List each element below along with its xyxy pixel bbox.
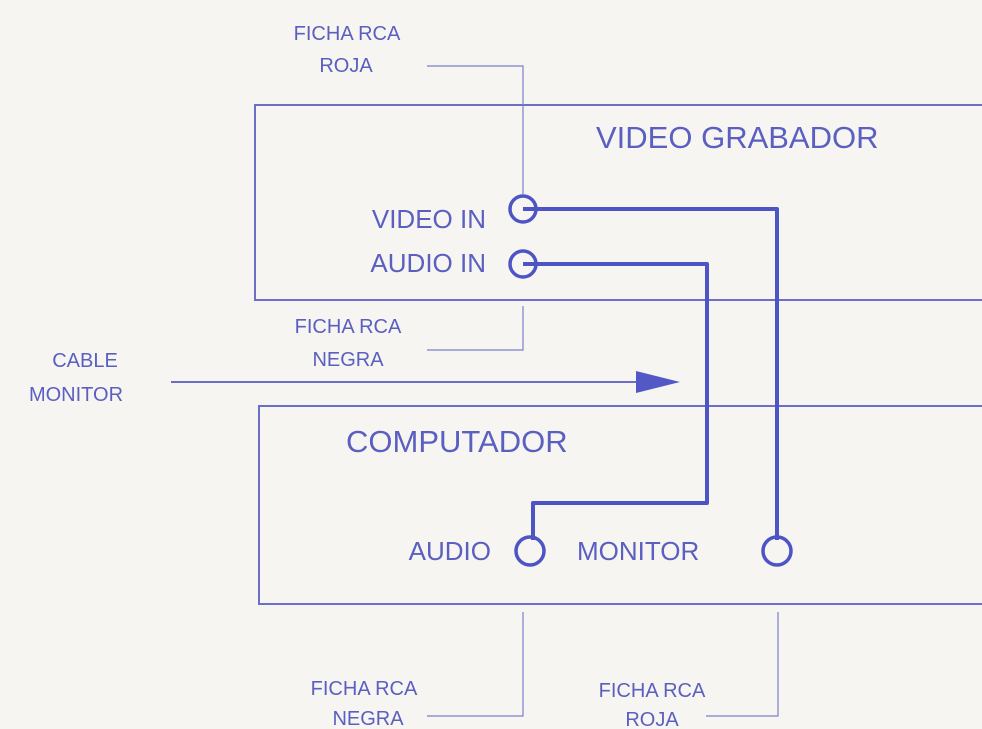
bottom-right-plug-label-line1: FICHA RCA <box>599 680 706 702</box>
mid-plug-label-line2: NEGRA <box>312 349 384 371</box>
bottom-right-plug-label-line2: ROJA <box>625 709 679 729</box>
audio-in-jack-icon <box>508 249 538 279</box>
computer-box <box>258 405 982 605</box>
top-plug-label-line1: FICHA RCA <box>294 23 401 45</box>
video-in-jack-icon <box>508 194 538 224</box>
cable-label-line1: CABLE <box>52 350 118 372</box>
monitor-out-jack-icon <box>761 535 793 567</box>
video-recorder-title: VIDEO GRABADOR <box>596 120 879 155</box>
bottom-black-plug-leader <box>427 612 524 717</box>
monitor-label: MONITOR <box>577 536 699 566</box>
cable-label-line2: MONITOR <box>29 384 123 406</box>
bottom-left-plug-label-line1: FICHA RCA <box>311 678 418 700</box>
bottom-left-plug-label-line2: NEGRA <box>332 708 404 729</box>
audio-in-label: AUDIO IN <box>370 248 486 278</box>
cable-monitor-arrow-head <box>636 371 680 393</box>
audio-cable <box>523 262 709 540</box>
video-in-label: VIDEO IN <box>372 204 486 234</box>
audio-label: AUDIO <box>409 536 491 566</box>
video-recorder-box <box>254 104 982 301</box>
audio-out-jack-icon <box>514 535 546 567</box>
computer-title: COMPUTADOR <box>346 424 568 459</box>
bottom-red-plug-leader <box>706 612 779 717</box>
mid-plug-label-line1: FICHA RCA <box>295 316 402 338</box>
mid-black-plug-leader <box>427 306 524 351</box>
video-cable <box>523 207 779 540</box>
top-red-plug-leader <box>427 65 524 194</box>
top-plug-label-line2: ROJA <box>319 55 373 77</box>
